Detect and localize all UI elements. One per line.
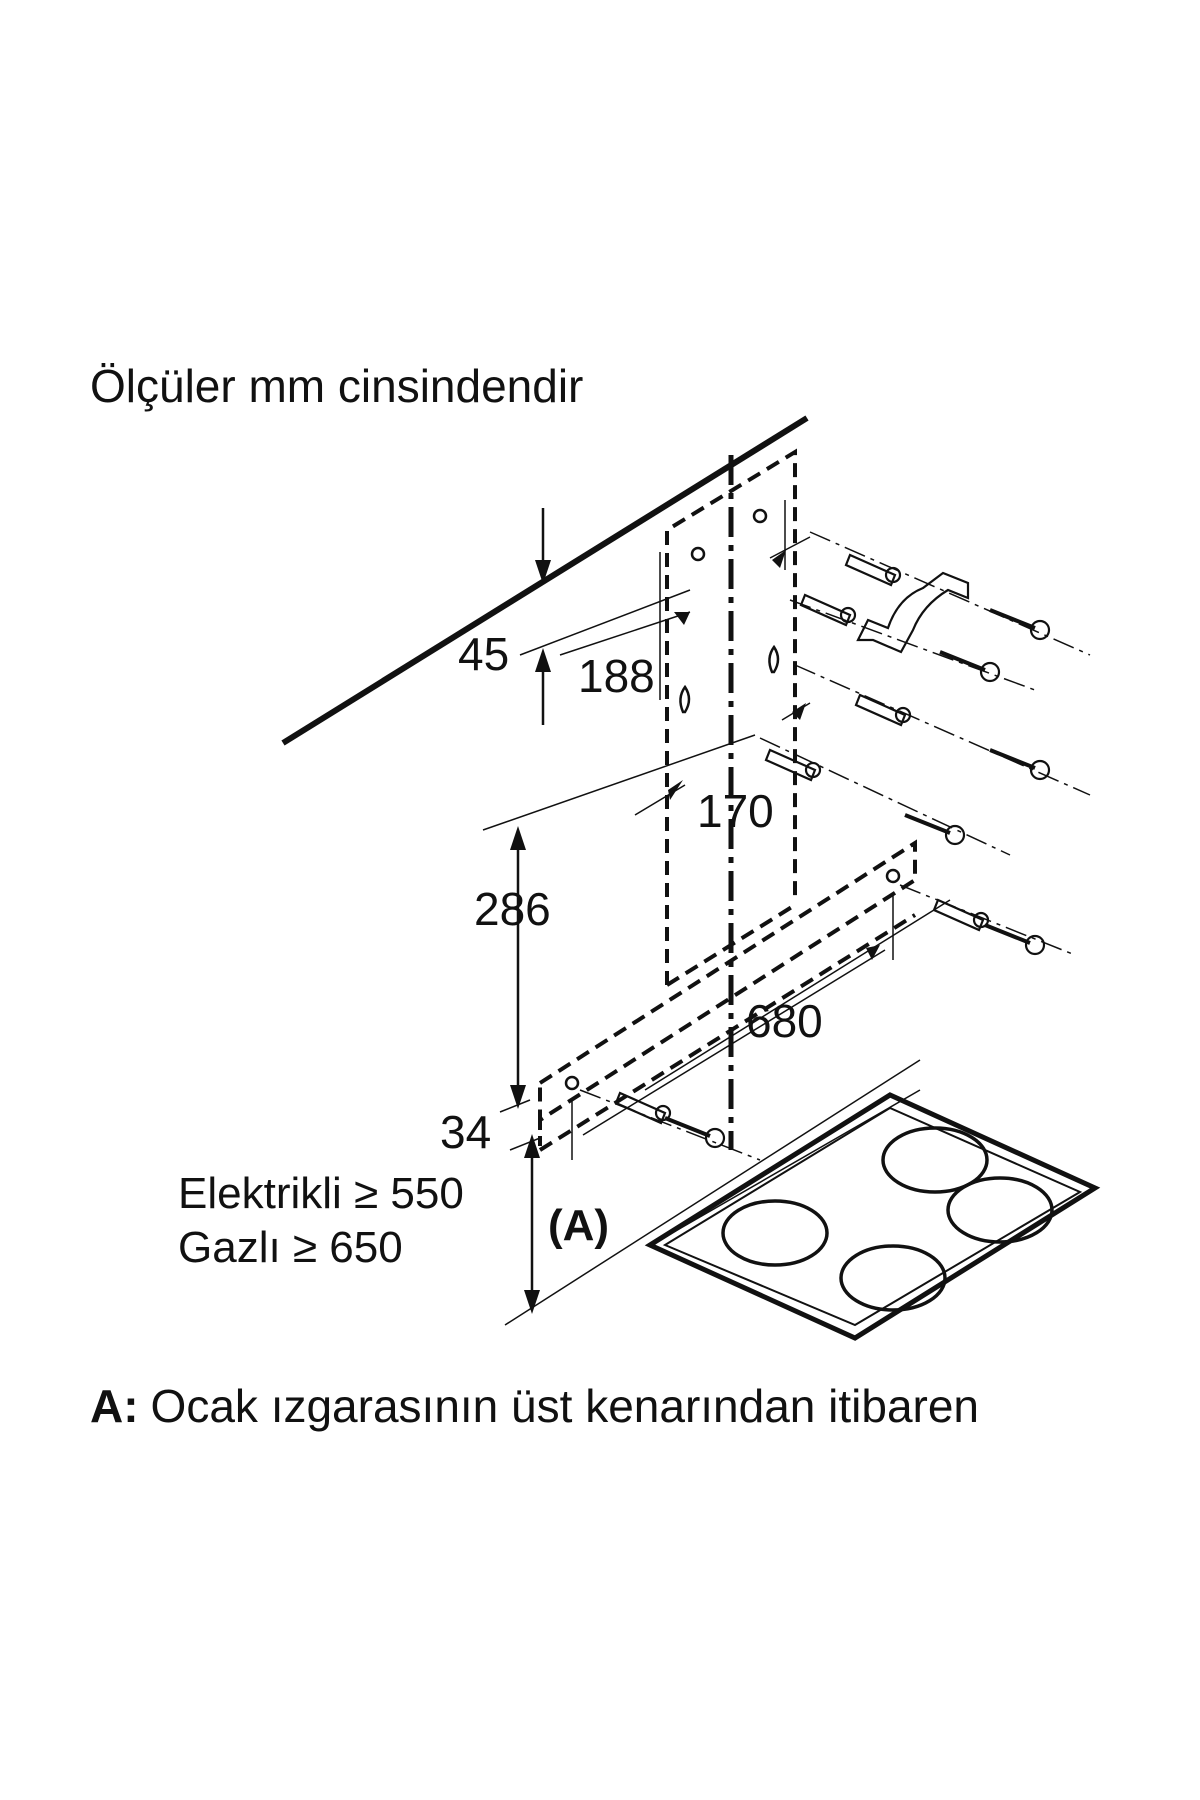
dim-34-label: 34 <box>440 1106 491 1158</box>
burner-icon <box>946 1176 1054 1244</box>
wall-plug-icon <box>799 593 857 627</box>
dim-680-arrows <box>571 895 951 1160</box>
wall-plug-icon <box>854 693 912 727</box>
cooktop-icon <box>504 1059 1101 1341</box>
page-title: Ölçüler mm cinsindendir <box>90 360 583 412</box>
wall-plug-icon <box>764 748 822 782</box>
hook-bracket-icon <box>856 571 970 654</box>
ceiling-line <box>281 415 809 746</box>
clearance-electric: Elektrikli ≥ 550 <box>178 1169 464 1218</box>
footnote-text: Ocak ızgarasının üst kenarından itibaren <box>151 1380 979 1432</box>
dim-188-label: 188 <box>578 650 655 702</box>
wall-plug-icon <box>932 898 990 932</box>
dim-286-extension <box>482 734 756 831</box>
screw-icon <box>904 813 966 846</box>
footnote-key: A: <box>90 1380 139 1432</box>
upper-holes <box>679 508 780 714</box>
screw-icon <box>989 748 1051 781</box>
dim-45-label: 45 <box>458 628 509 680</box>
wall-plug-icon <box>614 1091 672 1125</box>
dim-286-arrows <box>510 826 526 1109</box>
burner-icon <box>881 1126 989 1194</box>
dim-188-arrows <box>559 552 691 700</box>
wall-plug-icon <box>844 553 902 587</box>
dim-170-label: 170 <box>697 785 774 837</box>
clearance-arrow <box>524 1134 540 1314</box>
clearance-gas: Gazlı ≥ 650 <box>178 1223 403 1272</box>
footnote: A:Ocak ızgarasının üst kenarından itibar… <box>90 1380 979 1432</box>
lower-rail-outline <box>538 839 917 1152</box>
fixing-hardware <box>579 531 1091 1161</box>
screw-icon <box>989 608 1051 641</box>
dim-34-arrows <box>499 1099 541 1151</box>
clearance-marker: (A) <box>548 1201 609 1250</box>
burner-icon <box>839 1244 947 1312</box>
dim-170-arrows <box>634 500 811 816</box>
screw-icon <box>984 923 1046 956</box>
screw-icon <box>939 650 1001 683</box>
burner-icon <box>721 1199 829 1267</box>
screw-icon <box>664 1116 726 1149</box>
dim-45-arrows <box>519 508 691 725</box>
dim-286-label: 286 <box>474 883 551 935</box>
dim-680-label: 680 <box>746 995 823 1047</box>
